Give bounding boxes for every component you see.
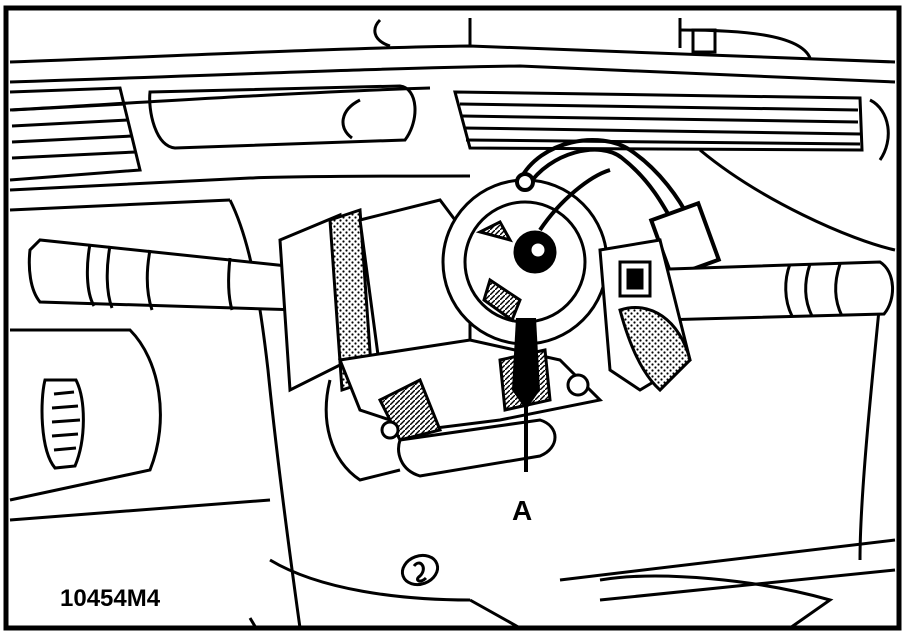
- lower-right-panel: [248, 574, 834, 630]
- switch-assembly: [358, 178, 609, 372]
- left-air-vent: [9, 86, 142, 182]
- figure-reference-code: 10454M4: [60, 585, 161, 612]
- callout-a-label: A: [512, 495, 532, 526]
- wiring-harness: [515, 138, 722, 280]
- center-recess: [148, 84, 417, 150]
- left-panel-handle: [40, 378, 85, 470]
- callout-a-arrow-head: [512, 318, 540, 410]
- callout-a: A: [512, 318, 540, 526]
- lower-bracket: [324, 338, 604, 482]
- figure-border: [3, 5, 902, 631]
- right-stalk: [637, 260, 895, 322]
- column-shroud: [278, 207, 374, 393]
- dashboard-lower: [9, 148, 896, 629]
- screw-symbol: [400, 553, 440, 587]
- right-air-vent: [453, 90, 890, 161]
- left-stalk: [27, 238, 308, 312]
- right-switch-housing: [598, 238, 692, 393]
